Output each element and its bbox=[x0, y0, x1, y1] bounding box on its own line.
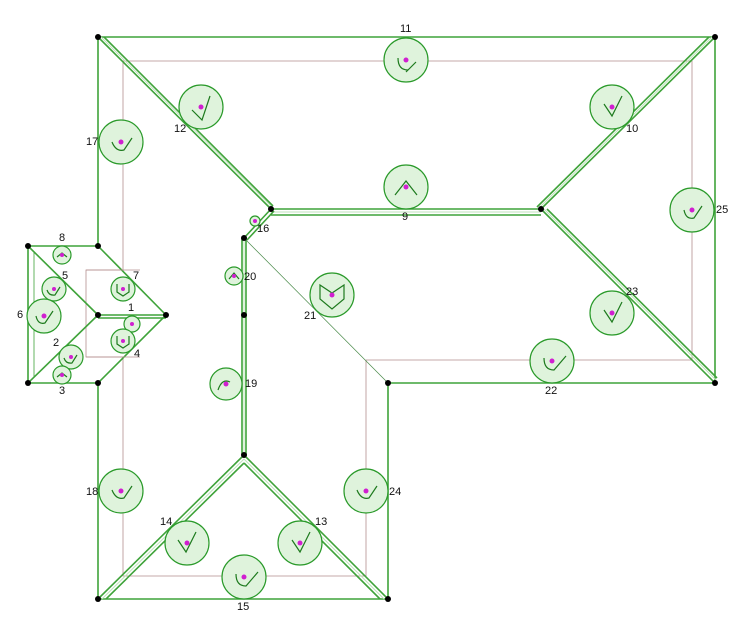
facet-marker-6[interactable] bbox=[26, 298, 62, 334]
facet-labels: 11 12 10 17 9 25 16 8 20 5 7 21 6 1 23 4… bbox=[17, 23, 728, 613]
facet-label-2: 2 bbox=[53, 337, 59, 349]
facet-label-16: 16 bbox=[257, 223, 269, 235]
facet-marker-25[interactable] bbox=[669, 187, 715, 233]
facet-marker-10[interactable] bbox=[589, 84, 635, 130]
facet-label-5: 5 bbox=[62, 270, 68, 282]
facet-label-17: 17 bbox=[86, 136, 98, 148]
facet-marker-20[interactable] bbox=[224, 266, 244, 286]
facet-marker-23[interactable] bbox=[589, 290, 635, 336]
facet-marker-17[interactable] bbox=[98, 119, 144, 165]
facet-marker-16[interactable] bbox=[249, 215, 261, 227]
facet-marker-14[interactable] bbox=[164, 520, 210, 566]
facet-marker-5[interactable] bbox=[41, 276, 67, 302]
facet-label-22: 22 bbox=[545, 385, 557, 397]
facet-label-12: 12 bbox=[174, 123, 186, 135]
facet-label-23: 23 bbox=[626, 286, 638, 298]
facet-label-4: 4 bbox=[134, 348, 140, 360]
facet-marker-13[interactable] bbox=[277, 520, 323, 566]
facet-label-7: 7 bbox=[133, 270, 139, 282]
facet-marker-2[interactable] bbox=[58, 344, 84, 370]
facet-label-11: 11 bbox=[400, 23, 411, 35]
facet-marker-18[interactable] bbox=[98, 468, 144, 514]
facet-label-14: 14 bbox=[160, 516, 172, 528]
facet-markers bbox=[26, 37, 715, 600]
facet-marker-9[interactable] bbox=[383, 164, 429, 210]
facet-label-21: 21 bbox=[304, 310, 316, 322]
facet-marker-4[interactable] bbox=[110, 328, 136, 354]
facet-label-19: 19 bbox=[245, 378, 257, 390]
facet-marker-7[interactable] bbox=[110, 276, 136, 302]
facet-marker-19[interactable] bbox=[209, 367, 243, 401]
facet-label-9: 9 bbox=[402, 211, 408, 223]
facet-label-8: 8 bbox=[59, 232, 65, 244]
facet-marker-12[interactable] bbox=[178, 84, 224, 130]
facet-label-3: 3 bbox=[59, 385, 65, 397]
facet-marker-22[interactable] bbox=[529, 338, 575, 384]
vertices bbox=[25, 34, 718, 602]
facet-label-24: 24 bbox=[389, 486, 401, 498]
facet-label-13: 13 bbox=[315, 516, 327, 528]
facet-label-25: 25 bbox=[716, 204, 728, 216]
facet-marker-3[interactable] bbox=[52, 365, 72, 385]
facet-label-10: 10 bbox=[626, 123, 638, 135]
facet-label-20: 20 bbox=[244, 271, 256, 283]
facet-marker-8[interactable] bbox=[52, 245, 72, 265]
facet-marker-15[interactable] bbox=[221, 554, 267, 600]
facet-marker-24[interactable] bbox=[343, 468, 389, 514]
facet-marker-1[interactable] bbox=[123, 315, 141, 333]
facet-label-1: 1 bbox=[128, 302, 134, 314]
facet-label-6: 6 bbox=[17, 309, 23, 321]
facet-marker-11[interactable] bbox=[383, 37, 429, 83]
facet-label-18: 18 bbox=[86, 486, 98, 498]
facet-label-15: 15 bbox=[237, 601, 249, 613]
facet-marker-21[interactable] bbox=[309, 272, 355, 318]
